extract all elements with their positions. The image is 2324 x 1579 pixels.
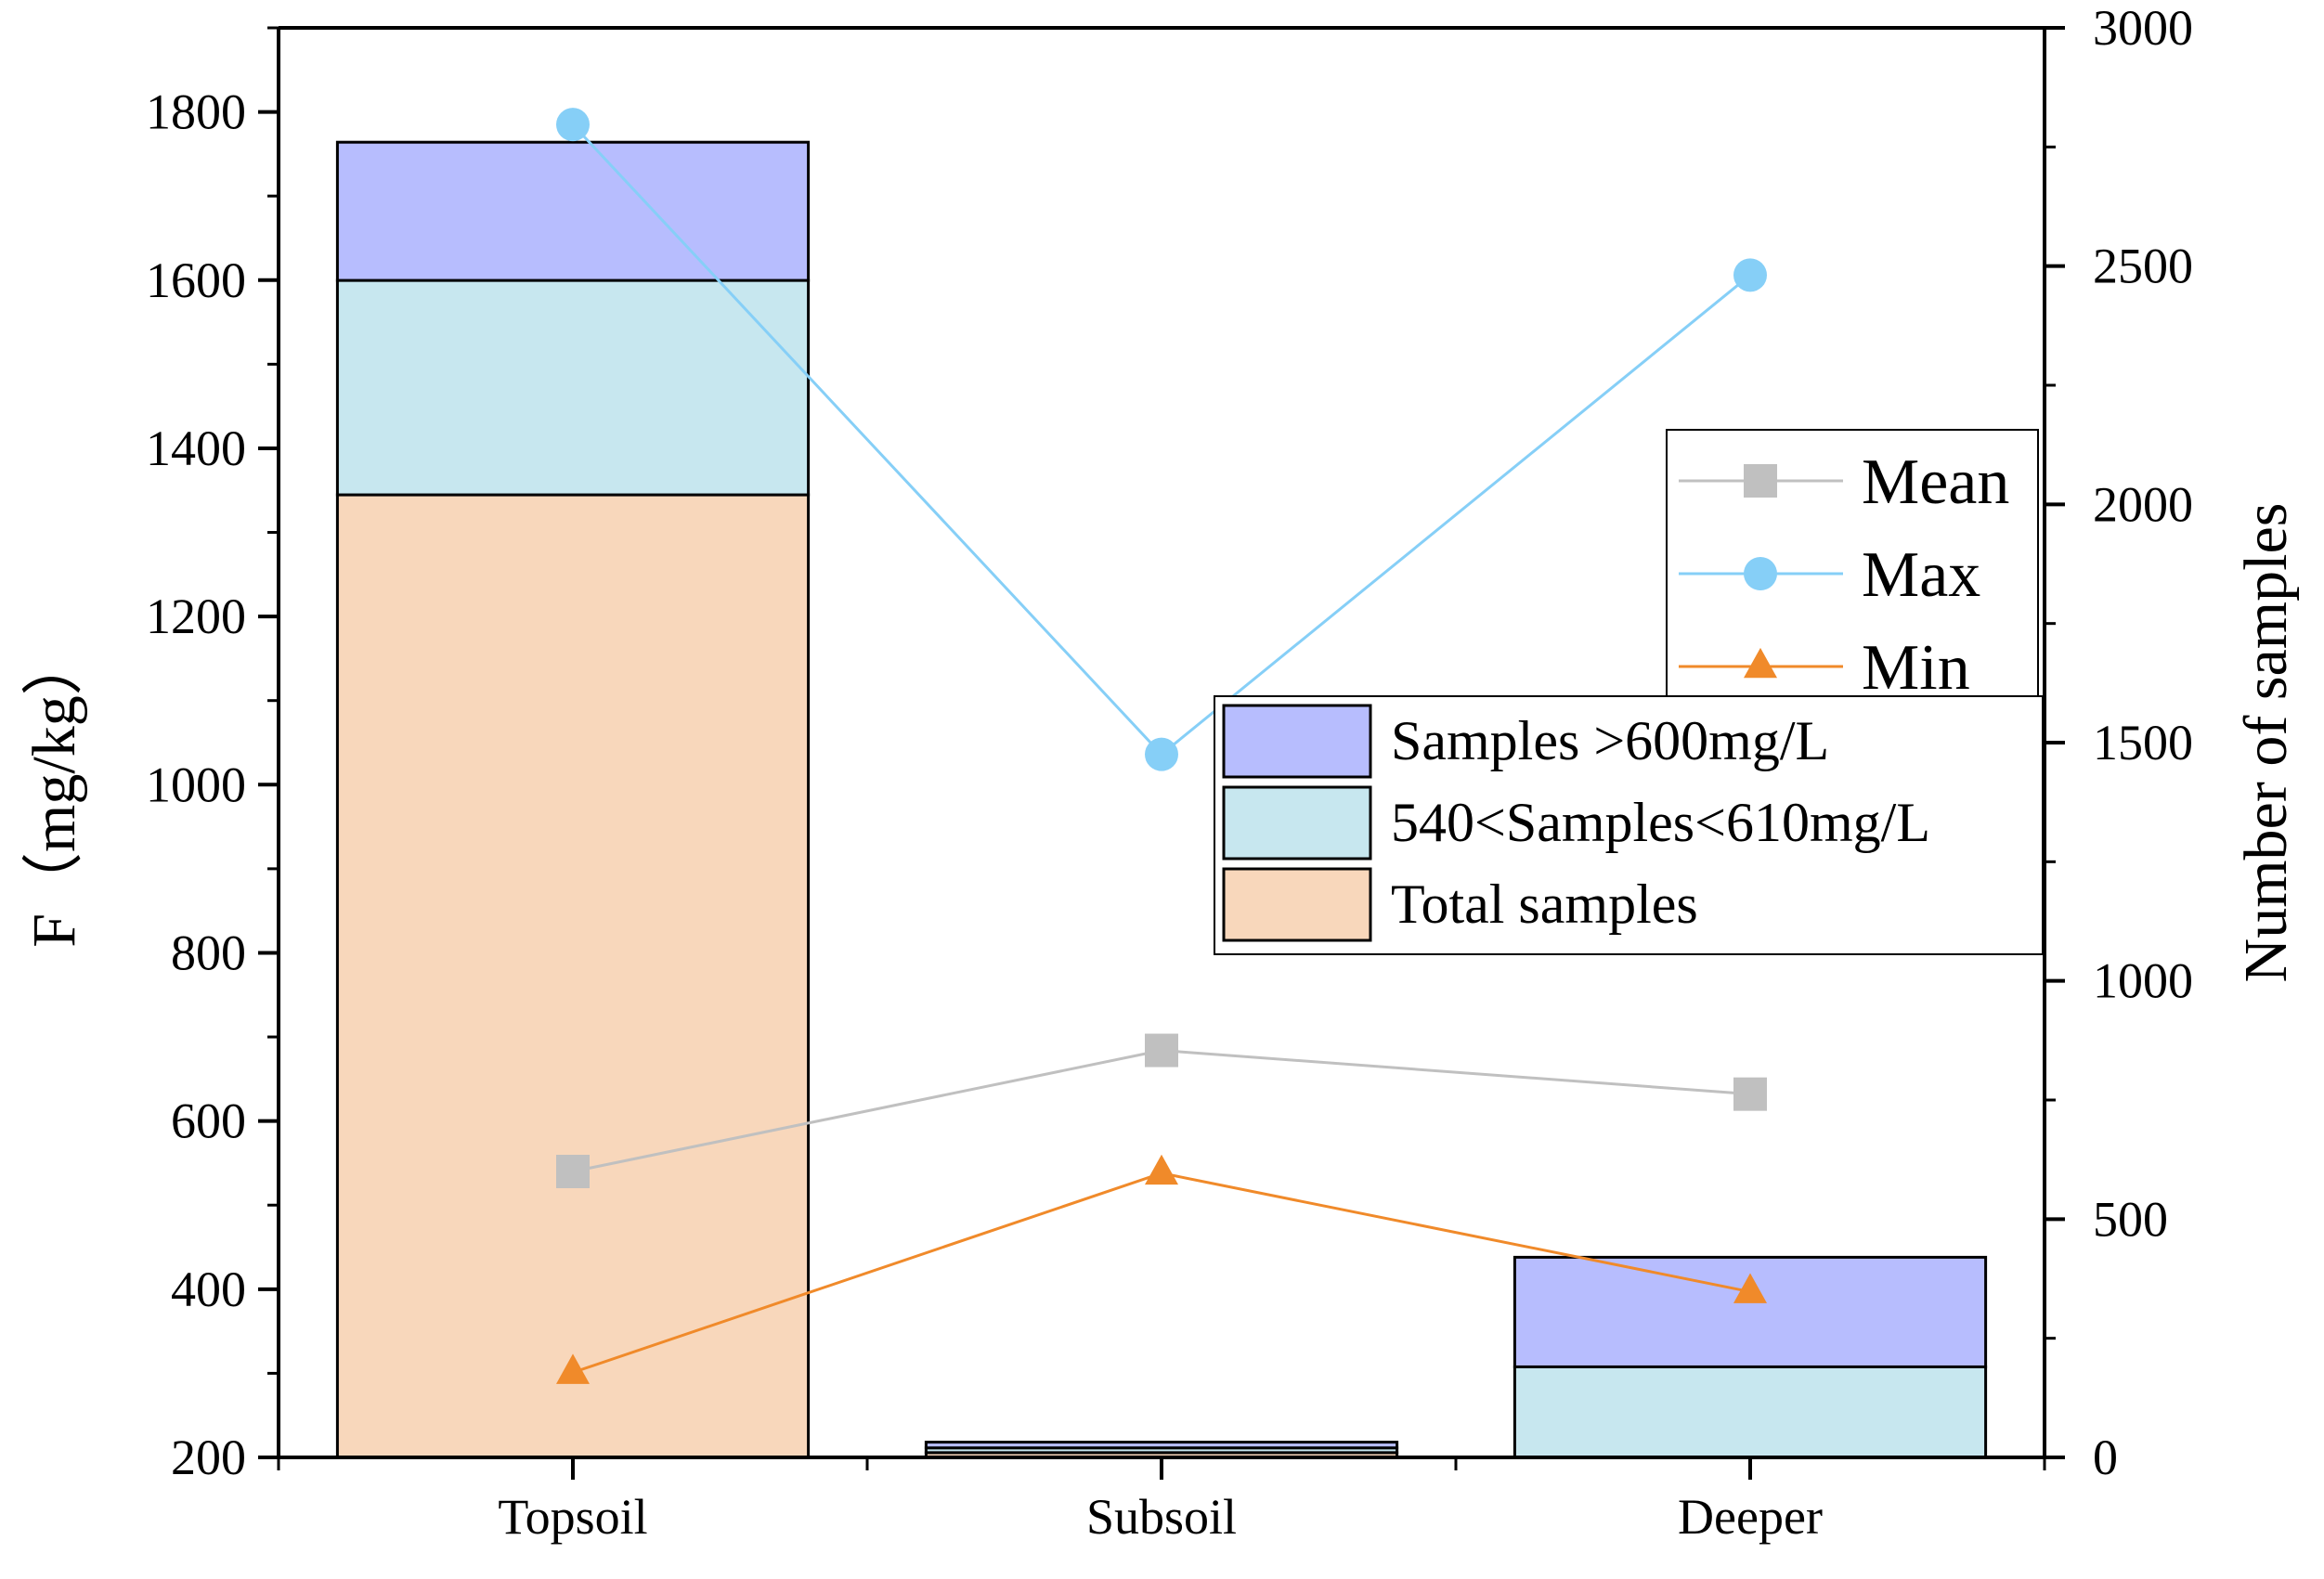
point-mean-2 bbox=[1733, 1077, 1767, 1111]
legend-swatch-1 bbox=[1222, 785, 1372, 861]
bar-deeper-1 bbox=[1513, 1365, 1988, 1459]
point-mean-0 bbox=[556, 1155, 590, 1188]
legend-bar-label-0: Samples >600mg/L bbox=[1391, 710, 1829, 771]
left-tick-label: 200 bbox=[171, 1430, 246, 1485]
legend-bar-label-2: Total samples bbox=[1391, 874, 1698, 935]
x-tick-label-deeper: Deeper bbox=[1678, 1489, 1823, 1545]
left-tick-label: 400 bbox=[171, 1262, 246, 1317]
right-tick-label: 3000 bbox=[2093, 0, 2193, 56]
bar-subsoil-2 bbox=[924, 1441, 1399, 1450]
x-tick-label-topsoil: Topsoil bbox=[498, 1489, 647, 1545]
bars-layer bbox=[335, 140, 1988, 1459]
legend-label-mean: Mean bbox=[1862, 447, 2009, 518]
y-axis-right-title: Number of samples bbox=[2232, 503, 2300, 983]
right-tick-label: 500 bbox=[2093, 1191, 2168, 1247]
point-max-2 bbox=[1733, 258, 1767, 292]
right-tick-label: 0 bbox=[2093, 1430, 2118, 1485]
point-min-1 bbox=[1145, 1154, 1178, 1185]
axes-layer: 200 400 600 800 1000 1200 1400 1600 1800 0 500 1000… bbox=[146, 0, 2193, 1545]
point-max-0 bbox=[556, 108, 590, 142]
legend-label-max: Max bbox=[1862, 539, 1980, 611]
legend-label-min: Min bbox=[1862, 632, 1970, 704]
legend-swatch-0 bbox=[1222, 704, 1372, 779]
left-tick-label: 1600 bbox=[146, 252, 246, 308]
legend-marker-min bbox=[1744, 647, 1777, 679]
right-tick-label: 1000 bbox=[2093, 953, 2193, 1009]
x-tick-label-subsoil: Subsoil bbox=[1086, 1489, 1237, 1545]
left-tick-label: 1800 bbox=[146, 84, 246, 140]
bar-topsoil-0 bbox=[335, 493, 811, 1459]
left-tick-label: 1400 bbox=[146, 421, 246, 476]
legend-swatch-2 bbox=[1222, 867, 1372, 942]
legend-bars: Samples >600mg/L 540<Samples<610mg/L Total… bbox=[1214, 695, 2044, 955]
point-min-0 bbox=[556, 1353, 590, 1384]
left-tick-label: 800 bbox=[171, 925, 246, 980]
right-tick-label: 2000 bbox=[2093, 476, 2193, 532]
point-max-1 bbox=[1145, 737, 1178, 771]
left-tick-label: 1000 bbox=[146, 757, 246, 812]
legend-marker-max bbox=[1744, 557, 1777, 590]
right-tick-label: 2500 bbox=[2093, 239, 2193, 294]
left-tick-label: 1200 bbox=[146, 589, 246, 644]
right-tick-label: 1500 bbox=[2093, 715, 2193, 770]
lines-layer bbox=[556, 108, 1767, 1384]
legend-marker-mean bbox=[1744, 464, 1777, 498]
y-axis-left-title: F（mg/kg） bbox=[20, 634, 88, 947]
legend-bar-label-1: 540<Samples<610mg/L bbox=[1391, 792, 1930, 853]
point-min-2 bbox=[1733, 1273, 1767, 1303]
bar-topsoil-1 bbox=[335, 278, 811, 497]
left-tick-label: 600 bbox=[171, 1094, 246, 1149]
point-mean-1 bbox=[1145, 1033, 1178, 1068]
bar-topsoil-2 bbox=[335, 140, 811, 282]
